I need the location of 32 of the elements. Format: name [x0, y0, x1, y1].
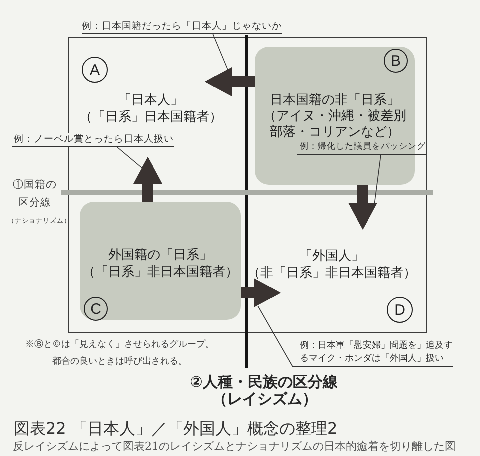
box-heading: 外国籍の「日系」 — [108, 246, 212, 264]
figure-caption: 反レイシズムによって図表21のレイシズムとナショナリズムの日本的癒着を切り離した図 — [13, 440, 456, 454]
letter-circle: D — [387, 297, 413, 323]
leader-line — [212, 34, 228, 70]
shaded-box — [255, 47, 415, 185]
box-text: （アイヌ・沖縄・被差別部落・コリアンなど） — [262, 108, 408, 140]
callout-text: 例：ノーベル賞とったら日本人扱い — [12, 133, 174, 147]
block-arrow — [348, 185, 378, 230]
line-label: （レイシズム） — [212, 390, 318, 408]
block-arrow — [134, 157, 162, 202]
group-heading: 「日本人」 — [118, 92, 184, 108]
line-label: ②人種・民族の区分線 — [190, 373, 338, 391]
callout-text: 例：日本国籍だったら「日本人」じゃないか — [82, 20, 282, 34]
leader-line — [374, 154, 382, 210]
block-arrow — [241, 278, 281, 308]
group-text: （「日系」日本国籍者） — [80, 108, 222, 126]
shaded-box — [80, 202, 241, 320]
group-text: （非「日系」非日本国籍者） — [248, 264, 416, 282]
leader-line — [116, 146, 142, 168]
callout-text: 例：帰化した議員をバッシング — [297, 141, 426, 155]
letter-circle: B — [384, 49, 408, 73]
leader-line — [258, 306, 294, 368]
box-text: （「日系」非日本国籍者） — [82, 264, 238, 280]
letter-circle: C — [84, 297, 108, 321]
figure-title: 図表22 「日本人」／「外国人」概念の整理2 — [14, 419, 338, 438]
note-text: ※Ⓑと©は「見えなく」させられるグループ。都合の良いときは呼び出される。 — [24, 338, 216, 369]
callout-text: 例：日本軍「慰安婦」問題を」追及するマイク・ホンダは「外国人」扱い — [293, 340, 453, 367]
box-heading: 日本国籍の非「日系」 — [270, 92, 400, 108]
line-label: ①国籍の区分線 — [12, 178, 58, 211]
block-arrow — [205, 68, 255, 96]
group-heading: 「外国人」 — [300, 248, 364, 264]
letter-circle: A — [82, 57, 108, 83]
